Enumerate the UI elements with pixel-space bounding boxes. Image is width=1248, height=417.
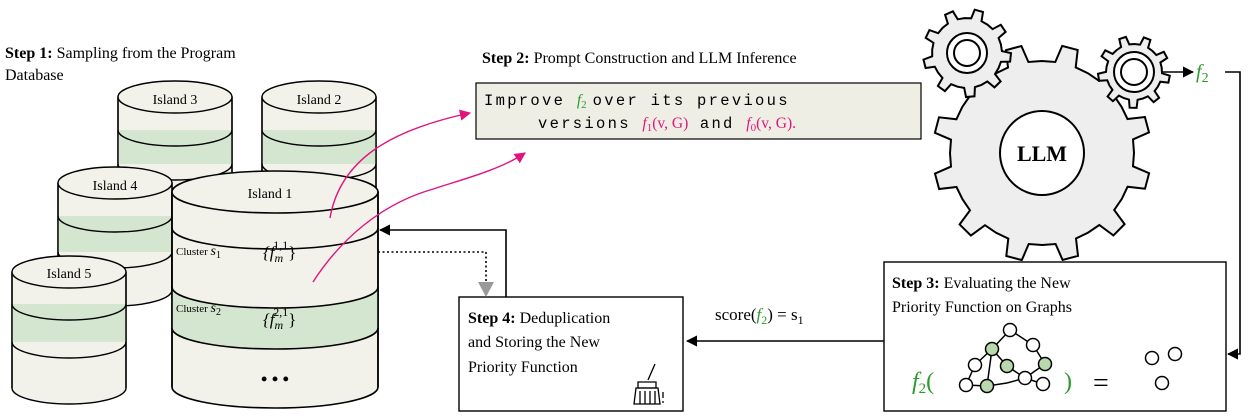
llm-label: LLM (1017, 141, 1067, 166)
svg-text:Step 3: Evaluating the New: Step 3: Evaluating the New (892, 275, 1071, 292)
output-f2: f2 (1196, 61, 1209, 86)
step1-text-line1: Sampling from the Program (57, 45, 237, 62)
svg-text:Step 1: Sampling from the Prog: Step 1: Sampling from the Program (5, 45, 236, 62)
island-1-label: Island 1 (248, 187, 293, 202)
sample-arrow-2 (312, 152, 526, 283)
island-5-label: Island 5 (47, 267, 92, 282)
cluster-s2: Cluster s2 {fm2,1} (176, 301, 296, 332)
svg-text:versions f1(v, G) and f0(v, G): versions f1(v, G) and f0(v, G). (538, 115, 796, 134)
gear-icon: LLM (922, 8, 1171, 262)
svg-text:Priority Function: Priority Function (468, 359, 578, 376)
island-2-label: Island 2 (297, 93, 342, 108)
step1-title: Step 1: Sampling from the Program Databa… (5, 45, 236, 84)
store-arrow (378, 224, 507, 297)
cluster-s1: Cluster s1 {fm1,1} (176, 238, 296, 265)
svg-text:and Storing the New: and Storing the New (468, 334, 600, 351)
score-label: score(f2) = s1 (715, 305, 804, 327)
step1-text-line2: Database (5, 67, 64, 84)
dedup-arrow (378, 251, 487, 284)
svg-text:Cluster s2: Cluster s2 (176, 301, 221, 318)
graph-icon (958, 322, 1053, 394)
equals-sign: = (1093, 368, 1109, 399)
step4-box: Step 4: Deduplication and Storing the Ne… (458, 296, 684, 412)
svg-text:{fm2,1}: {fm2,1} (263, 305, 296, 332)
step3-f2: f2( (912, 369, 934, 397)
result-nodes (1144, 346, 1183, 391)
step3-box: Step 3: Evaluating the New Priority Func… (883, 261, 1227, 412)
sample-arrow-1 (329, 109, 472, 219)
island-5-cylinder: Island 5 (11, 255, 127, 405)
svg-text:{fm1,1}: {fm1,1} (263, 238, 296, 265)
island-3-label: Island 3 (153, 93, 198, 108)
svg-text:Cluster s1: Cluster s1 (176, 244, 221, 261)
dedup-arrowhead (478, 282, 494, 297)
step2-title: Step 2: Prompt Construction and LLM Infe… (482, 50, 797, 67)
step3-close-paren: ) (1064, 369, 1072, 395)
to-step3-arrow (1225, 71, 1241, 360)
step1-label: Step 1: (5, 45, 53, 62)
svg-text:Priority Function on Graphs: Priority Function on Graphs (892, 299, 1072, 316)
more-clusters-ellipsis: • • • (261, 369, 289, 389)
broom-icon (633, 363, 664, 405)
svg-text:Step 4: Deduplication: Step 4: Deduplication (468, 310, 610, 327)
island-4-label: Island 4 (93, 179, 138, 194)
island-1-cylinder: Island 1 • • • (171, 170, 379, 409)
